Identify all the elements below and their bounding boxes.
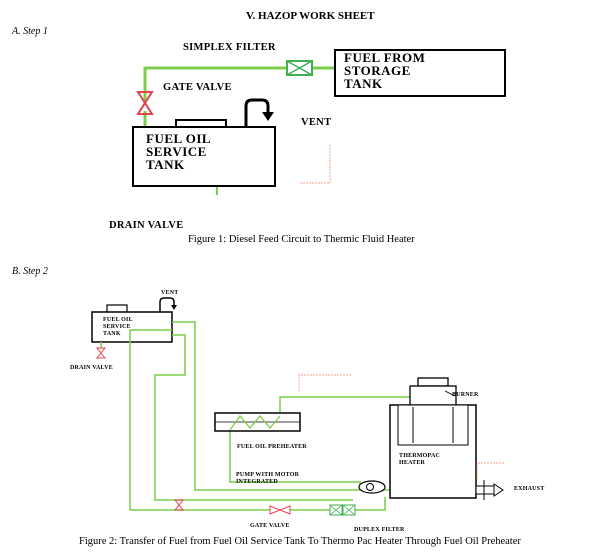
fig2-tank-line-3: TANK bbox=[103, 331, 121, 337]
fig2-small-valve-icon bbox=[173, 499, 185, 511]
fig2-dashed-right bbox=[476, 462, 504, 480]
service-line-3: TANK bbox=[146, 157, 185, 172]
figure1-caption: Figure 1: Diesel Feed Circuit to Thermic… bbox=[188, 234, 415, 245]
fig1-vent-pipe bbox=[244, 98, 270, 128]
fig2-vent-label: VENT bbox=[161, 290, 179, 296]
fig2-tank-line-1: FUEL OIL bbox=[103, 317, 133, 323]
fig2-duplex-filter-label: DUPLEX FILTER bbox=[354, 527, 405, 533]
fig2-dashed-top bbox=[298, 374, 352, 391]
fig2-burner-leader bbox=[444, 390, 456, 397]
fig2-thermopac-line-1: THERMOPAC bbox=[399, 453, 441, 459]
fig2-pump-icon bbox=[358, 480, 386, 494]
service-line-1: FUEL OIL bbox=[146, 131, 212, 146]
fig2-burner-label: BURNER bbox=[452, 392, 479, 398]
fig2-gate-valve-label: GATE VALVE bbox=[250, 523, 290, 529]
fig2-tank-line-2: SERVICE bbox=[103, 324, 131, 330]
storage-line-3: TANK bbox=[344, 76, 383, 91]
fig2-gate-valve-icon bbox=[269, 505, 291, 515]
fig1-service-tank-box: FUEL OIL SERVICE TANK bbox=[132, 126, 276, 187]
fig2-preheater-icon bbox=[214, 412, 301, 432]
step1-label: A. Step 1 bbox=[12, 26, 48, 37]
fig2-pump-label: PUMP WITH MOTOR INTEGRATED bbox=[236, 472, 299, 486]
fig2-thermopac-heater-icon bbox=[389, 377, 477, 499]
fig1-gate-valve-label: GATE VALVE bbox=[163, 82, 232, 93]
fig1-simplex-filter-icon bbox=[286, 60, 313, 76]
fig2-exhaust-icon bbox=[475, 480, 504, 500]
fig2-pipe-supply bbox=[172, 321, 360, 491]
fig1-simplex-filter-label: SIMPLEX FILTER bbox=[183, 42, 276, 53]
fig2-preheater-label: FUEL OIL PREHEATER bbox=[237, 444, 307, 450]
fig1-vent-label: VENT bbox=[301, 117, 332, 128]
section-heading: V. HAZOP WORK SHEET bbox=[246, 10, 375, 22]
fig2-pump-line-1: PUMP WITH MOTOR bbox=[236, 472, 300, 478]
figure2-caption: Figure 2: Transfer of Fuel from Fuel Oil… bbox=[79, 536, 521, 547]
fig2-drain-valve-icon bbox=[95, 347, 107, 359]
fig2-pump-line-2: INTEGRATED bbox=[236, 479, 278, 485]
fig2-vent-arrow-icon bbox=[171, 305, 177, 310]
fig2-vent-pipe bbox=[159, 297, 175, 312]
fig1-gate-valve-icon bbox=[136, 91, 154, 115]
fig1-drain-valve-label: DRAIN VALVE bbox=[109, 220, 184, 231]
fig1-dashed-line bbox=[300, 145, 331, 184]
fig2-pipe-return bbox=[154, 334, 353, 501]
step2-label: B. Step 2 bbox=[12, 266, 48, 277]
service-line-2: SERVICE bbox=[146, 144, 207, 159]
fig1-vent-arrow-icon bbox=[262, 112, 274, 121]
storage-line-2: STORAGE bbox=[344, 63, 411, 78]
fig1-storage-tank-box: FUEL FROM STORAGE TANK bbox=[334, 49, 506, 97]
fig2-thermopac-line-2: HEATER bbox=[399, 460, 426, 466]
fig2-service-tank bbox=[91, 311, 173, 343]
fig2-service-tank-label: FUEL OIL SERVICE TANK bbox=[103, 317, 133, 338]
fig2-pipe-outer bbox=[129, 329, 270, 511]
fig2-thermopac-label: THERMOPAC HEATER bbox=[399, 453, 440, 467]
storage-line-1: FUEL FROM bbox=[344, 50, 426, 65]
fig2-duplex-filter-icon bbox=[329, 504, 356, 516]
fig2-drain-valve-label: DRAIN VALVE bbox=[70, 365, 113, 371]
fig2-exhaust-label: EXHAUST bbox=[514, 486, 545, 492]
